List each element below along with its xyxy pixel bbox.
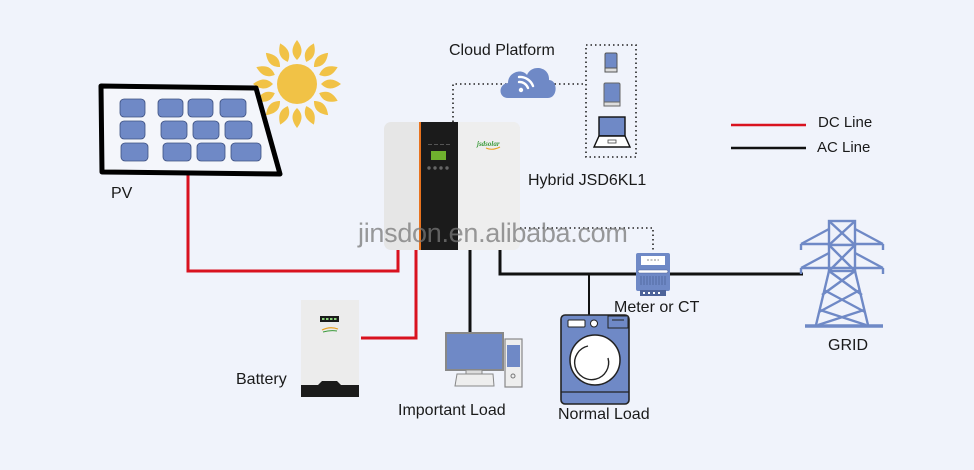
legend-ac-label: AC Line (817, 139, 871, 156)
meter-icon (636, 253, 670, 296)
meter-label: Meter or CT (614, 299, 700, 316)
grid-label: GRID (828, 337, 868, 354)
battery-icon (301, 300, 359, 397)
pv-label: PV (111, 185, 133, 202)
watermark: jinsdon.en.alibaba.com (358, 218, 628, 248)
hybrid-inverter[interactable]: jsdsolar (384, 122, 520, 250)
battery-label: Battery (236, 371, 287, 388)
inverter-display (431, 151, 446, 160)
inverter-label: Hybrid JSD6KL1 (528, 172, 647, 189)
tablet-icon (603, 82, 621, 107)
dc-line-pv (186, 175, 400, 273)
power-tower-icon (799, 219, 885, 328)
dc-line-battery (361, 250, 418, 340)
cloud-icon (500, 67, 556, 98)
ac-line-grid (498, 250, 803, 276)
computer-icon (445, 332, 523, 388)
solar-panel-icon (98, 83, 283, 177)
cloud-platform-label: Cloud Platform (449, 42, 555, 59)
washing-machine-icon (560, 314, 630, 405)
comm-line-meter (520, 227, 654, 252)
phone-icon (604, 52, 618, 73)
svg-text:jsdsolar: jsdsolar (476, 140, 500, 148)
legend (731, 123, 806, 150)
brand-logo-icon: jsdsolar (476, 140, 501, 150)
legend-dc-label: DC Line (818, 114, 873, 131)
important-load-label: Important Load (398, 402, 506, 419)
sun-icon (253, 40, 341, 128)
normal-load-label: Normal Load (558, 406, 650, 423)
comm-line-inverter-cloud (452, 83, 508, 122)
laptop-icon (592, 116, 632, 148)
